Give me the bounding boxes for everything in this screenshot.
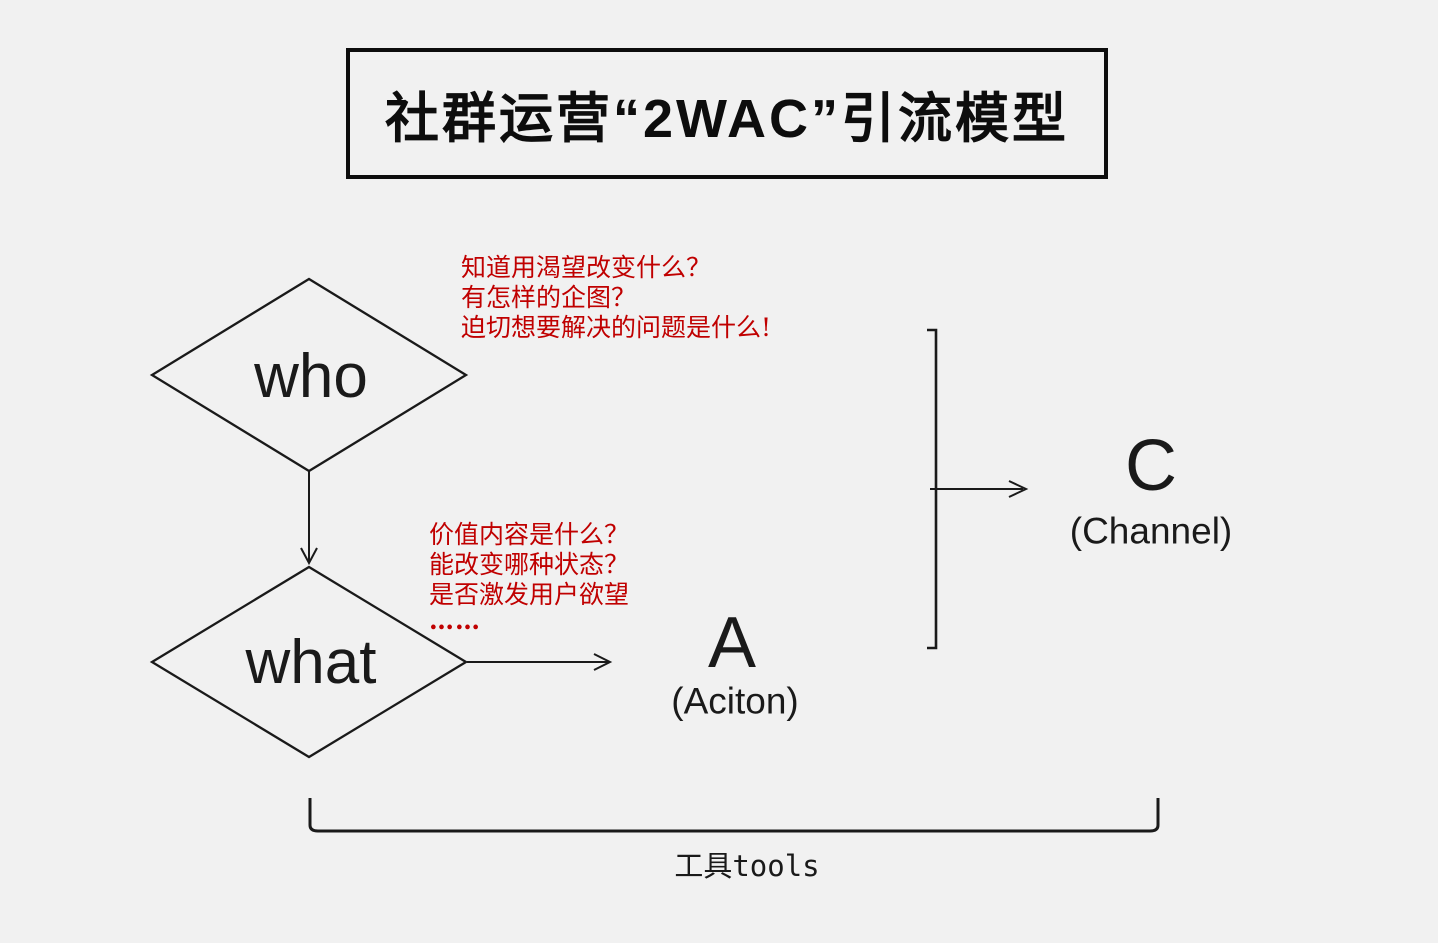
- annotation-line: 价值内容是什么？: [429, 520, 630, 549]
- annotation-line: 迫切想要解决的问题是什么!: [461, 313, 772, 342]
- action-sub-label: (Aciton): [671, 680, 799, 722]
- arrowhead-down-icon: [300, 547, 318, 566]
- page-title: 社群运营“2WAC”引流模型: [384, 89, 1069, 149]
- annotation-line: 能改变哪种状态？: [429, 550, 630, 579]
- annotation-ellipsis: ……: [429, 606, 481, 635]
- title-box: 社群运营“2WAC”引流模型: [346, 48, 1108, 179]
- what-diamond-shape: [149, 565, 469, 759]
- what-node-label: what: [245, 628, 377, 697]
- who-node-label: who: [254, 342, 368, 411]
- arrowhead-right-icon: [1008, 480, 1029, 498]
- bottom-bracket: [308, 798, 1160, 833]
- tools-label: 工具tools: [674, 849, 820, 883]
- annotation-line: 有怎样的企图？: [461, 283, 637, 312]
- channel-sub-label: (Channel): [1069, 510, 1233, 552]
- action-letter: A: [707, 603, 757, 683]
- annotation-line: 是否激发用户欲望: [429, 580, 630, 609]
- channel-letter: C: [1125, 426, 1177, 506]
- annotation-line: 知道用渴望改变什么？: [461, 253, 712, 282]
- what-questions-annotation: 价值内容是什么？ 能改变哪种状态？ 是否激发用户欲望 ……: [429, 520, 630, 635]
- arrowhead-right-icon: [593, 653, 613, 671]
- who-questions-annotation: 知道用渴望改变什么？ 有怎样的企图？ 迫切想要解决的问题是什么!: [461, 253, 771, 343]
